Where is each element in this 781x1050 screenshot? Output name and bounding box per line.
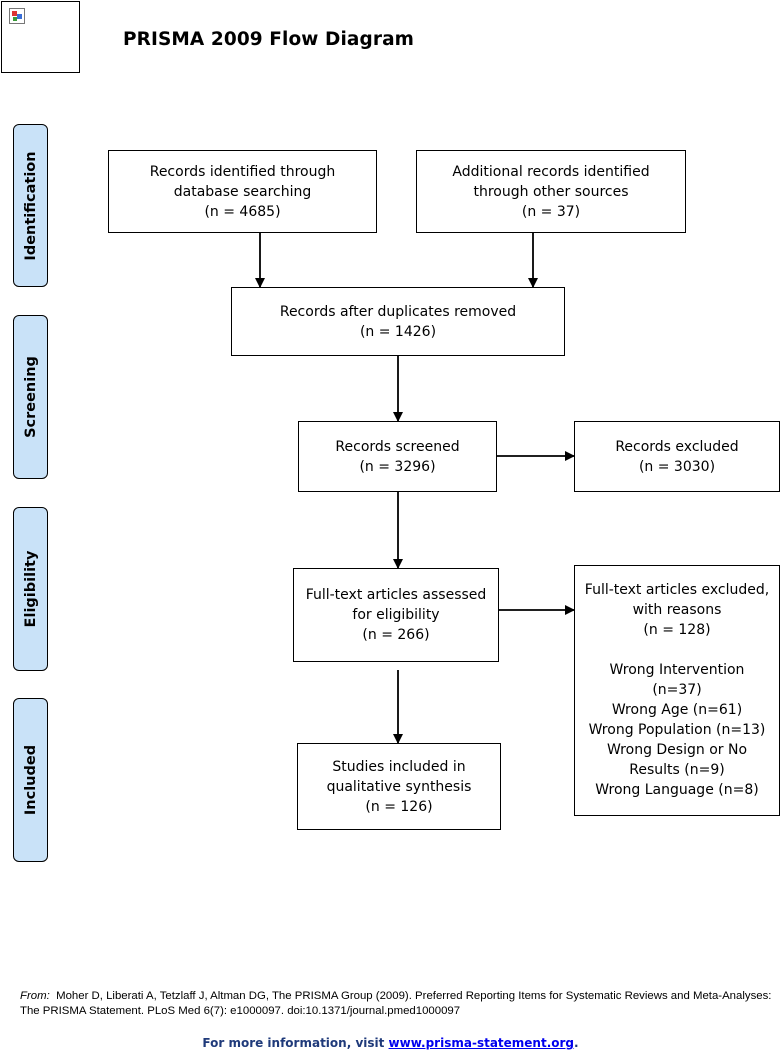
citation: From: Moher D, Liberati A, Tetzlaff J, A… (20, 989, 780, 1019)
stage-screening: Screening (13, 315, 48, 479)
box-ft-excluded-count: (n = 128) (643, 622, 711, 638)
box-screened-line1: Records screened (335, 438, 460, 455)
box-screened-count: (n = 3296) (359, 458, 436, 475)
box-fulltext-count: (n = 266) (362, 627, 430, 643)
box-other-records: Additional records identified through ot… (416, 150, 686, 233)
exclusion-reason: Wrong Population (n=13) (588, 722, 766, 738)
box-ft-excluded-line1: Full-text articles excluded, (584, 582, 770, 598)
citation-text: Moher D, Liberati A, Tetzlaff J, Altman … (20, 990, 772, 1017)
exclusion-reason: Wrong Age (n=61) (611, 702, 743, 718)
page-title: PRISMA 2009 Flow Diagram (123, 29, 415, 50)
exclusion-reason: Wrong Design or No (606, 742, 748, 758)
logo-frame (1, 1, 80, 73)
citation-from: From: (20, 990, 50, 1002)
box-included-count: (n = 126) (365, 798, 433, 815)
box-other-line2: through other sources (473, 183, 629, 200)
box-excluded-count: (n = 3030) (638, 458, 716, 475)
footer-info: For more information, visit www.prisma-s… (0, 1036, 781, 1050)
exclusion-reason: Wrong Language (n=8) (595, 782, 759, 798)
stage-included: Included (13, 698, 48, 862)
box-database-line2: database searching (173, 183, 312, 200)
box-database-line1: Records identified through (149, 163, 336, 180)
box-included-line2: qualitative synthesis (326, 778, 472, 795)
footer-suffix: . (574, 1036, 579, 1050)
box-studies-included: Studies included in qualitative synthesi… (297, 743, 501, 830)
box-ft-excluded-line2: with reasons (632, 602, 722, 618)
box-database-records: Records identified through database sear… (108, 150, 377, 233)
box-included-line1: Studies included in (332, 758, 466, 775)
box-fulltext-line1: Full-text articles assessed (305, 587, 487, 603)
box-records-screened: Records screened (n = 3296) (298, 421, 497, 492)
box-other-line1: Additional records identified (452, 163, 650, 180)
exclusion-reason: Wrong Intervention (609, 662, 745, 678)
broken-image-icon (9, 8, 25, 24)
footer-link[interactable]: www.prisma-statement.org (388, 1036, 575, 1050)
box-other-count: (n = 37) (521, 203, 581, 220)
box-duplicates-line1: Records after duplicates removed (279, 303, 517, 320)
box-duplicates-count: (n = 1426) (359, 323, 437, 340)
exclusion-reason: Results (n=9) (629, 762, 725, 778)
box-excluded-line1: Records excluded (615, 438, 739, 455)
footer-prefix: For more information, visit (202, 1036, 389, 1050)
exclusion-reason: (n=37) (652, 682, 702, 698)
box-fulltext-assessed: Full-text articles assessed for eligibil… (293, 568, 499, 662)
stage-identification: Identification (13, 124, 48, 287)
box-fulltext-line2: for eligibility (352, 607, 440, 623)
box-records-excluded: Records excluded (n = 3030) (574, 421, 780, 492)
box-duplicates-removed: Records after duplicates removed (n = 14… (231, 287, 565, 356)
box-database-count: (n = 4685) (204, 203, 281, 220)
box-fulltext-excluded: Full-text articles excluded, with reason… (574, 565, 780, 816)
stage-eligibility: Eligibility (13, 507, 48, 671)
